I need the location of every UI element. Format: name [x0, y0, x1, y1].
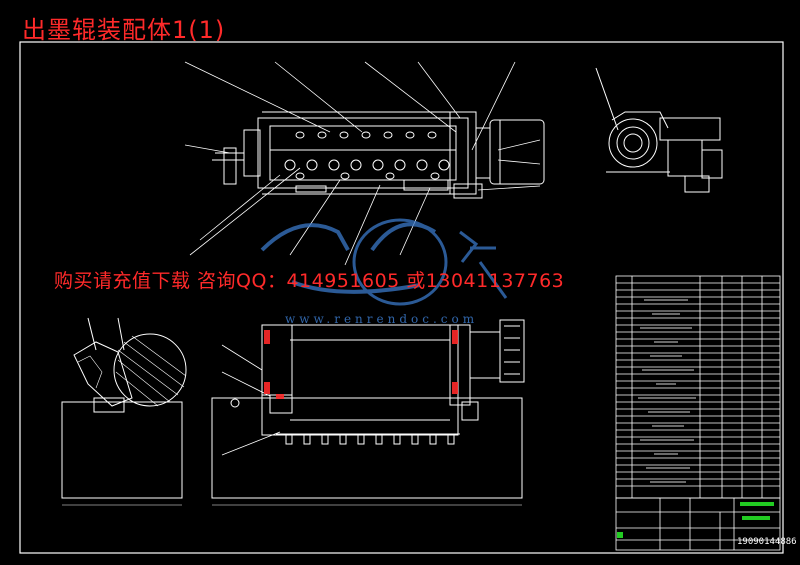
- parts-list-text-marks: [638, 299, 696, 483]
- side-view-right: [595, 67, 723, 193]
- section-hatching-red: [264, 330, 458, 399]
- promo-text: 购买请充值下载 咨询QQ：414951605 或13041137763: [54, 270, 565, 292]
- watermark-logo: [260, 218, 508, 306]
- title-block-green-marks: [617, 502, 774, 538]
- watermark-text: www.renrendoc.com: [285, 312, 479, 326]
- section-view-left: [61, 317, 187, 506]
- leader-lines-top: [184, 61, 541, 266]
- drawing-title: 出墨辊装配体1(1): [22, 16, 226, 44]
- drawing-frame: [19, 41, 784, 554]
- front-section-view: [211, 319, 525, 506]
- roller-holes: [284, 131, 450, 180]
- top-view: [212, 111, 545, 199]
- drawing-number: 19090144886: [737, 537, 797, 547]
- title-block: [615, 497, 781, 551]
- parts-list-table: [615, 275, 781, 499]
- roller-teeth: [285, 433, 455, 445]
